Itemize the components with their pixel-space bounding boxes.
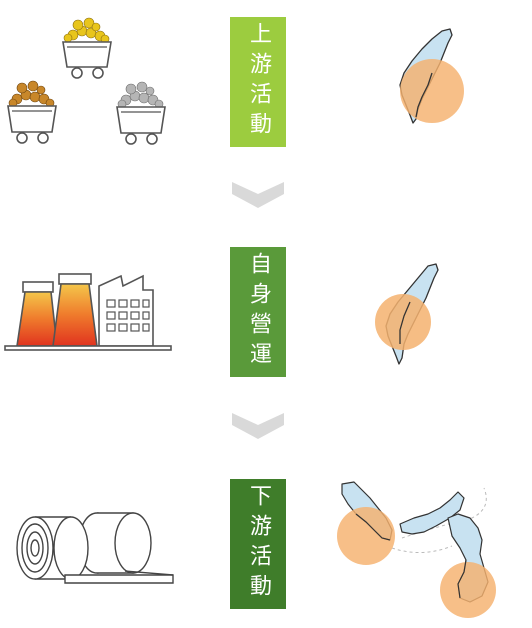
southeast-asia-map: [337, 481, 496, 618]
region-highlight-circle: [375, 294, 431, 350]
bronze-ore-cart: [7, 80, 57, 144]
chevron-down-icon: [232, 413, 284, 439]
stage-label-text: 下游活動: [246, 484, 271, 604]
taiwan-map-upstream: [399, 28, 464, 124]
region-highlight-circle: [400, 59, 464, 123]
chevron-down-icon: [232, 182, 284, 208]
stage-label-operations: 自身營運: [230, 247, 286, 377]
ore-carts-icon: [7, 17, 166, 145]
stage-label-upstream: 上游活動: [230, 17, 286, 147]
taiwan-map-operations: [375, 263, 439, 365]
stage-label-downstream: 下游活動: [230, 479, 286, 609]
stage-label-text: 自身營運: [246, 252, 271, 372]
region-highlight-circle: [440, 562, 496, 618]
steel-coil-icon: [16, 512, 174, 584]
region-highlight-circle: [337, 507, 395, 565]
silver-ore-cart: [116, 81, 166, 145]
landmass-borneo: [399, 491, 465, 535]
stage-label-text: 上游活動: [246, 22, 271, 142]
factory-icon: [4, 273, 172, 351]
gold-ore-cart: [62, 17, 112, 79]
